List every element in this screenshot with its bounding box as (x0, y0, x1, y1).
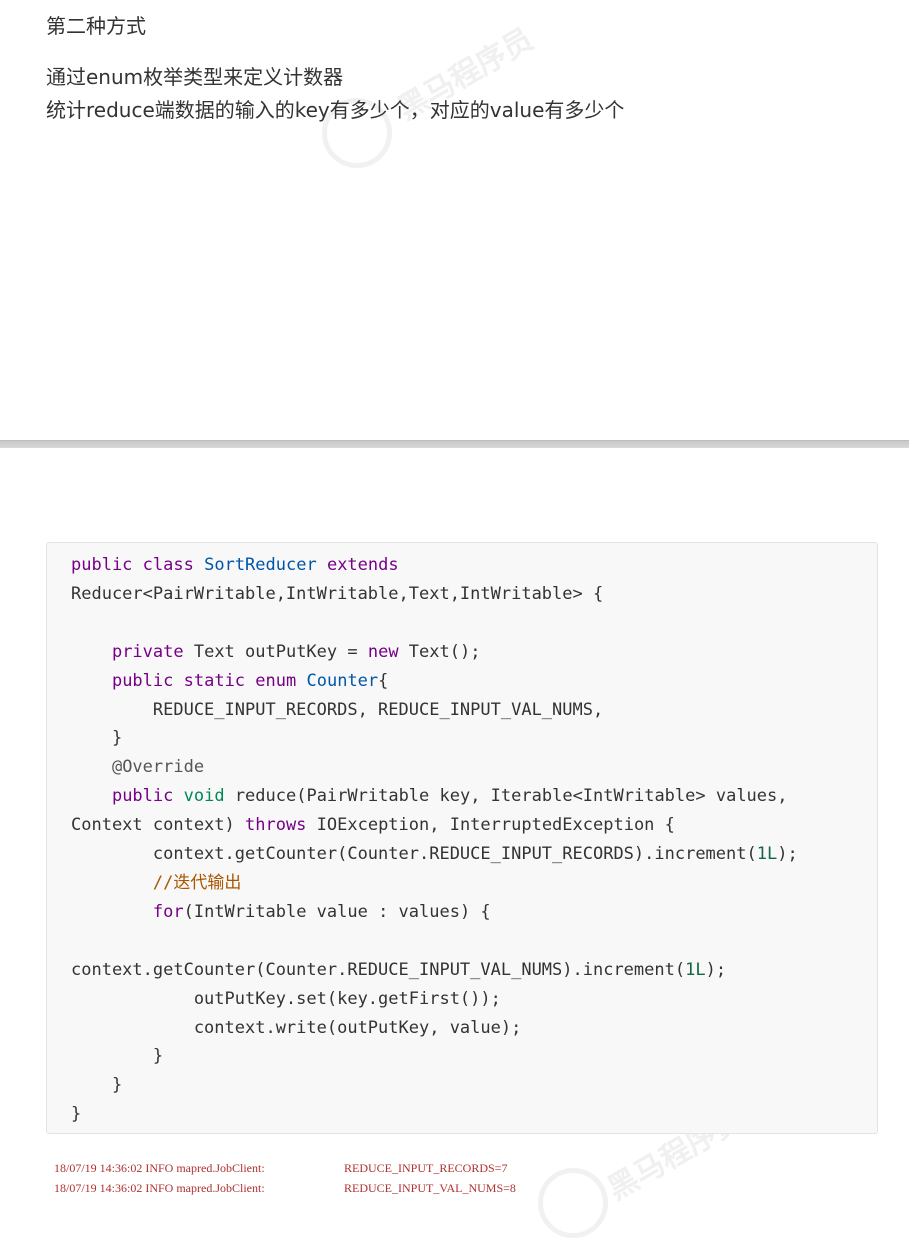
code-block: public class SortReducer extends Reducer… (46, 542, 878, 1134)
code-line: public class SortReducer extends (71, 555, 399, 575)
code-content: public class SortReducer extends Reducer… (71, 551, 798, 1129)
watermark-logo-icon (538, 1168, 608, 1238)
code-line: private Text outPutKey = new Text(); (111, 641, 481, 662)
paragraph-line: 通过enum枚举类型来定义计数器 (46, 65, 344, 89)
log-message: REDUCE_INPUT_RECORDS=7 (344, 1161, 508, 1175)
code-line: } (71, 1075, 123, 1096)
log-message: REDUCE_INPUT_VAL_NUMS=8 (344, 1181, 516, 1195)
code-line: Context context) throws IOException, Int… (71, 815, 675, 836)
log-prefix: 18/07/19 14:36:02 INFO mapred.JobClient: (54, 1161, 265, 1175)
code-line: context.getCounter(Counter.REDUCE_INPUT_… (71, 959, 727, 980)
code-line: for(IntWritable value : values) { (152, 901, 491, 922)
code-line: Reducer<PairWritable,IntWritable,Text,In… (71, 583, 604, 604)
code-line: public void reduce(PairWritable key, Ite… (111, 786, 788, 807)
code-line: context.write(outPutKey, value); (71, 1017, 522, 1038)
code-line: @Override (111, 757, 205, 778)
log-prefix: 18/07/19 14:36:02 INFO mapred.JobClient: (54, 1181, 265, 1195)
section-heading: 第二种方式 (46, 14, 146, 38)
code-line: } (71, 1104, 82, 1125)
log-line: 18/07/19 14:36:02 INFO mapred.JobClient:… (54, 1159, 507, 1177)
code-line: } (71, 728, 123, 749)
page-divider (0, 440, 909, 448)
code-line: } (71, 1046, 164, 1067)
code-line: context.getCounter(Counter.REDUCE_INPUT_… (71, 844, 798, 865)
watermark-logo-icon (322, 98, 392, 168)
code-line: public static enum Counter{ (111, 670, 389, 691)
code-line: outPutKey.set(key.getFirst()); (71, 988, 501, 1009)
log-line: 18/07/19 14:36:02 INFO mapred.JobClient:… (54, 1179, 516, 1197)
paragraph-line: 统计reduce端数据的输入的key有多少个，对应的value有多少个 (46, 98, 625, 122)
code-line: REDUCE_INPUT_RECORDS, REDUCE_INPUT_VAL_N… (71, 699, 604, 720)
code-line: //迭代输出 (152, 872, 242, 893)
